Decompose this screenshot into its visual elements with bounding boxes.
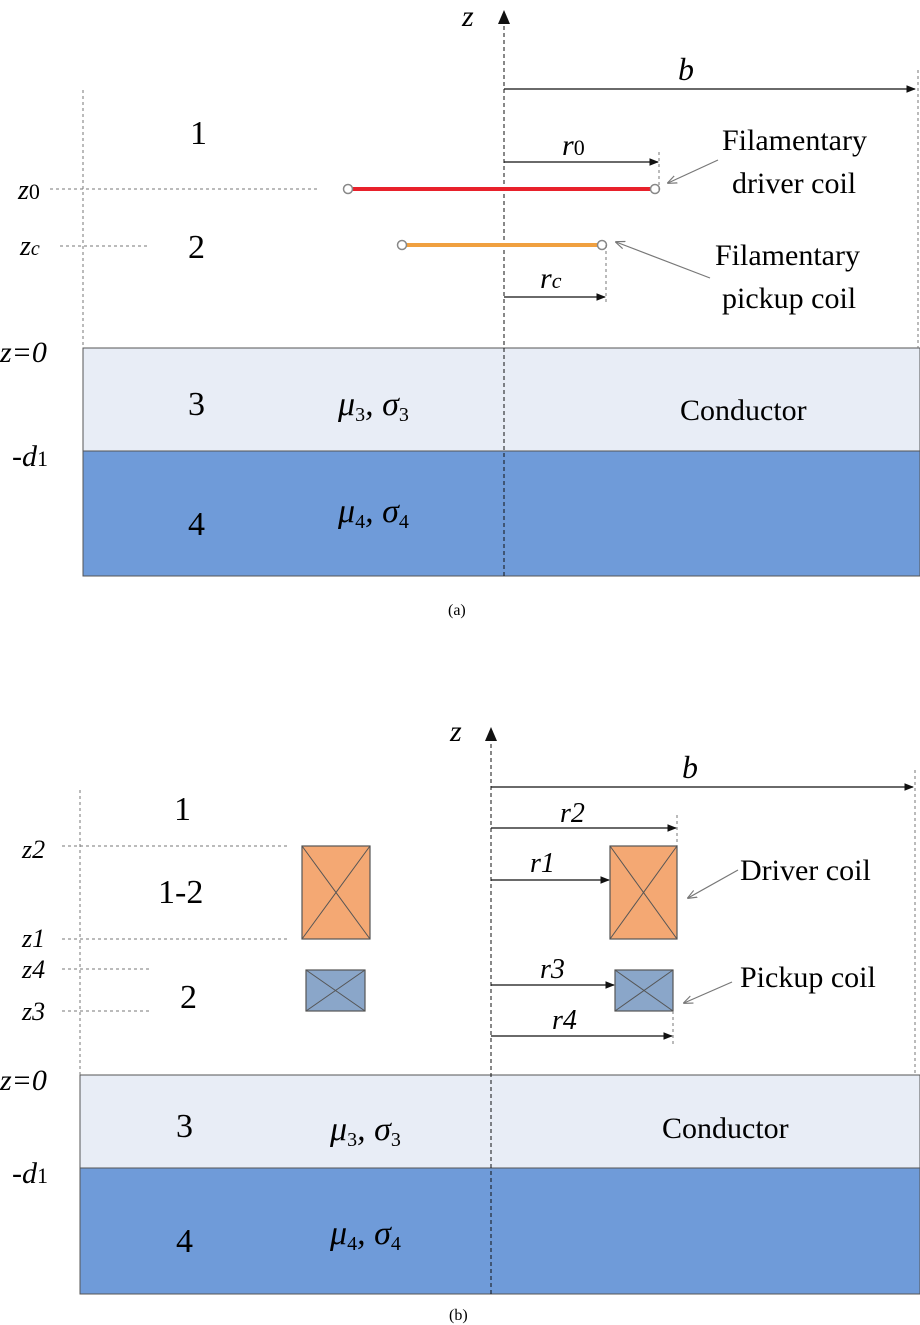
r1-label: r1 bbox=[530, 848, 555, 879]
region-1-2-label-b: 1-2 bbox=[158, 874, 203, 911]
pickup-coil-callout-leader bbox=[684, 981, 733, 1003]
d1-label-b: -d1 bbox=[12, 1157, 48, 1190]
driver-coil-left-end bbox=[342, 183, 354, 195]
z-axis-arrowhead-b bbox=[485, 727, 497, 741]
driver-coil-right-section bbox=[609, 845, 678, 940]
b-label-b: b bbox=[682, 749, 698, 785]
material-3-label: μ3, σ3 bbox=[337, 386, 409, 426]
r0-label: r0 bbox=[562, 129, 585, 162]
pickup-callout-leader bbox=[616, 242, 711, 279]
driver-callout-leader bbox=[668, 159, 719, 183]
rc-label: rc bbox=[540, 262, 562, 295]
material-4-label: μ4, σ4 bbox=[337, 493, 409, 533]
z3-label: z3 bbox=[21, 997, 45, 1026]
driver-callout-line-2: driver coil bbox=[732, 167, 856, 200]
region-1-label-b: 1 bbox=[174, 791, 191, 828]
z-axis-label: z bbox=[461, 0, 474, 33]
z2-label: z2 bbox=[21, 835, 45, 864]
layer-4-substrate bbox=[82, 450, 920, 577]
caption-b: (b) bbox=[449, 1307, 468, 1324]
region-1-label: 1 bbox=[190, 115, 207, 152]
pickup-coil-right-section bbox=[614, 969, 674, 1012]
z0-label: z0 bbox=[17, 175, 40, 206]
driver-coil-right-end bbox=[649, 183, 661, 195]
driver-coil-left-section bbox=[301, 845, 371, 940]
material-4-label-b: μ4, σ4 bbox=[329, 1215, 401, 1255]
r2-label: r2 bbox=[560, 798, 585, 829]
z-zero-label: z=0 bbox=[0, 336, 47, 369]
region-3-label: 3 bbox=[188, 386, 205, 423]
panel-b: z b 1 1-2 2 3 4 z2 z1 z4 z3 z=0 -d1 bbox=[0, 715, 920, 1324]
b-label: b bbox=[678, 51, 694, 87]
z-axis-arrowhead bbox=[498, 10, 510, 24]
z4-label: z4 bbox=[21, 955, 45, 984]
z-axis-label-b: z bbox=[449, 715, 462, 748]
conductor-label-a: Conductor bbox=[680, 394, 807, 427]
z1-label: z1 bbox=[21, 924, 45, 953]
r3-label: r3 bbox=[540, 954, 565, 985]
region-4-label: 4 bbox=[188, 506, 205, 543]
region-4-label-b: 4 bbox=[176, 1223, 193, 1260]
layer-3-conductor bbox=[82, 347, 920, 452]
d1-label: -d1 bbox=[12, 440, 48, 473]
region-2-label: 2 bbox=[188, 229, 205, 266]
driver-callout-line-1: Filamentary bbox=[722, 124, 867, 157]
region-3-label-b: 3 bbox=[176, 1108, 193, 1145]
pickup-coil-right-end bbox=[596, 239, 608, 251]
caption-a: (a) bbox=[448, 602, 466, 619]
z-zero-label-b: z=0 bbox=[0, 1064, 47, 1097]
pickup-callout-line-1: Filamentary bbox=[715, 239, 860, 272]
driver-coil-callout-leader bbox=[688, 869, 739, 898]
pickup-coil-label: Pickup coil bbox=[740, 961, 876, 994]
layer-3-conductor-b bbox=[79, 1074, 920, 1169]
driver-coil-label: Driver coil bbox=[740, 854, 871, 887]
zc-label: zc bbox=[19, 231, 40, 262]
pickup-coil-left-end bbox=[396, 239, 408, 251]
panel-a: z b 1 2 3 4 z0 zc z=0 -d1 r0 rc bbox=[0, 0, 920, 619]
material-3-label-b: μ3, σ3 bbox=[329, 1111, 401, 1151]
r4-label: r4 bbox=[552, 1005, 577, 1036]
conductor-label-b: Conductor bbox=[662, 1112, 789, 1145]
pickup-coil-left-section bbox=[305, 969, 366, 1012]
region-2-label-b: 2 bbox=[180, 979, 197, 1016]
layer-4-substrate-b bbox=[79, 1167, 920, 1295]
pickup-callout-line-2: pickup coil bbox=[722, 282, 856, 315]
